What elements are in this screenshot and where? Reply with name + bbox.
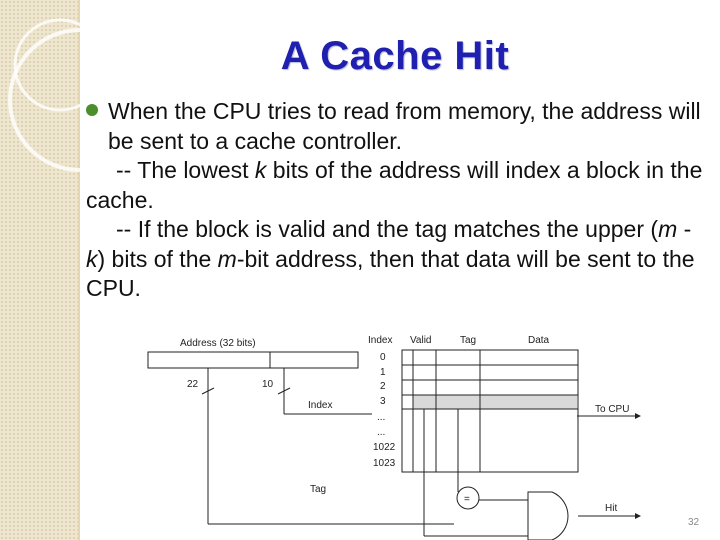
- to-cpu-arrowhead: [635, 413, 641, 419]
- slide-title: A Cache Hit: [280, 34, 510, 78]
- sub-point-1: -- The lowest k bits of the address will…: [86, 156, 716, 215]
- and-gate: [527, 491, 569, 540]
- minus-sign: -: [677, 216, 692, 242]
- side-band-border: [78, 0, 80, 540]
- bullet-dot: [86, 104, 98, 116]
- header-tag: Tag: [460, 335, 476, 346]
- decorative-side-band: [0, 0, 78, 540]
- hit-label: Hit: [605, 503, 617, 514]
- tag-bits-count: 22: [187, 379, 199, 390]
- variable-m: m: [217, 245, 237, 272]
- row-index-1022: 1022: [373, 442, 396, 453]
- row-index-ellipsis-1: ...: [377, 412, 385, 423]
- index-bits-count: 10: [262, 379, 274, 390]
- tag-wire-label: Tag: [310, 484, 326, 495]
- cache-diagram: Address (32 bits) 22 Tag 10 Index Index …: [147, 335, 641, 540]
- address-label: Address (32 bits): [180, 338, 256, 349]
- selected-cache-row: [413, 395, 577, 409]
- page-number: 32: [688, 517, 700, 528]
- row-index-2: 2: [380, 381, 386, 392]
- variable-k: k: [254, 157, 267, 183]
- sub-point-1-text: -- The lowest: [116, 157, 255, 183]
- variable-m: m: [658, 216, 678, 242]
- tag-comparator: [456, 486, 480, 510]
- sub-point-2-text-end: -bit address, then that data will be sen…: [86, 245, 695, 302]
- decorative-circles: [8, 18, 152, 172]
- hit-arrowhead: [635, 513, 641, 519]
- sub-point-2-text-mid: ) bits of the: [97, 245, 218, 272]
- row-index-3: 3: [380, 396, 386, 407]
- row-index-1: 1: [380, 367, 386, 378]
- header-data: Data: [528, 335, 550, 346]
- sub-point-2: -- If the block is valid and the tag mat…: [86, 215, 716, 304]
- slide-body: When the CPU tries to read from memory, …: [86, 97, 716, 304]
- row-index-1023: 1023: [373, 458, 396, 469]
- bullet-text: When the CPU tries to read from memory, …: [108, 98, 701, 154]
- tag-bus-slash: [201, 387, 215, 395]
- index-wire-label: Index: [308, 400, 332, 411]
- variable-k: k: [86, 245, 98, 272]
- to-cpu-label: To CPU: [595, 404, 629, 415]
- index-bus-slash: [277, 387, 291, 395]
- sub-point-2-text: -- If the block is valid and the tag mat…: [116, 216, 659, 242]
- address-register: [147, 351, 359, 369]
- header-valid: Valid: [410, 335, 432, 346]
- row-index-0: 0: [380, 352, 386, 363]
- sub-point-1-text-end: bits of the address will index a block i…: [86, 157, 703, 213]
- comparator-symbol: =: [464, 494, 470, 505]
- cache-table: [401, 349, 579, 473]
- header-index: Index: [368, 335, 392, 346]
- row-index-ellipsis-2: ...: [377, 427, 385, 438]
